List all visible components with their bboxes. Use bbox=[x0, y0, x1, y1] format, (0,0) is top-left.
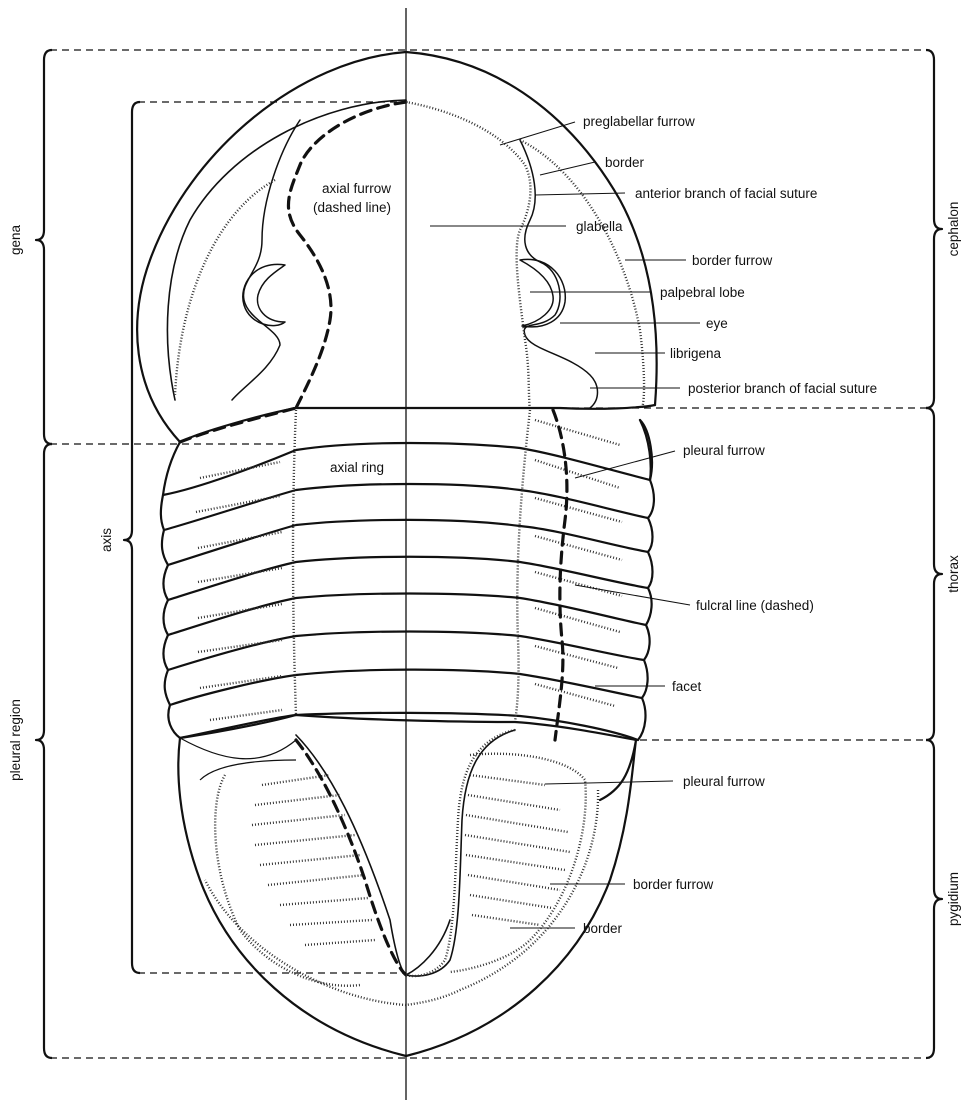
thorax-segment-7 bbox=[165, 670, 642, 705]
pygidium-pleural-furrows-right bbox=[465, 775, 570, 925]
genal-dashed-left bbox=[180, 408, 296, 442]
pygidium-brace bbox=[926, 740, 942, 1058]
thorax-segment-6 bbox=[164, 632, 645, 671]
pygidium-left-border bbox=[180, 738, 296, 780]
label-axial-furrow-2: (dashed line) bbox=[313, 200, 391, 215]
right-facial-suture bbox=[520, 140, 598, 408]
thorax-brace bbox=[926, 408, 942, 740]
pygidium-right-inner bbox=[406, 730, 515, 976]
pygidium-axial-furrow bbox=[296, 740, 406, 975]
pygidium-shape bbox=[178, 715, 636, 1056]
axial-furrow-left bbox=[288, 102, 406, 408]
label-axial-furrow-1: axial furrow bbox=[322, 181, 391, 196]
thorax-segment-3 bbox=[162, 520, 648, 565]
cephalon-posterior-margin bbox=[180, 405, 655, 442]
pygidium-outline bbox=[178, 738, 636, 1056]
label-preglabellar-furrow: preglabellar furrow bbox=[583, 114, 695, 129]
thorax-segment-2 bbox=[161, 484, 648, 530]
label-border-bottom: border bbox=[583, 921, 623, 936]
gena-brace bbox=[36, 50, 52, 444]
thorax-segment-8 bbox=[168, 705, 638, 740]
left-braces bbox=[36, 50, 140, 1058]
label-palpebral-lobe: palpebral lobe bbox=[660, 285, 745, 300]
thorax-shape bbox=[161, 410, 654, 740]
pleural-region-brace bbox=[36, 444, 52, 1058]
cephalon-shape bbox=[137, 52, 656, 442]
label-posterior-branch: posterior branch of facial suture bbox=[688, 381, 877, 396]
label-pleural-region: pleural region bbox=[8, 699, 23, 781]
label-pygidium: pygidium bbox=[946, 872, 961, 926]
thorax-pleural-furrows-right bbox=[535, 420, 622, 706]
label-cephalon: cephalon bbox=[946, 202, 961, 257]
label-gena: gena bbox=[8, 224, 23, 255]
label-librigena: librigena bbox=[670, 346, 722, 361]
label-axis: axis bbox=[99, 528, 114, 552]
cephalon-brace bbox=[926, 50, 942, 408]
thorax-right-edge bbox=[638, 420, 654, 740]
label-fulcral-line: fulcral line (dashed) bbox=[696, 598, 814, 613]
left-cheek bbox=[232, 120, 300, 400]
label-facet: facet bbox=[672, 679, 702, 694]
label-anterior-branch: anterior branch of facial suture bbox=[635, 186, 817, 201]
pygidium-top-margin bbox=[180, 715, 636, 740]
pygidium-left-field bbox=[215, 775, 360, 986]
label-glabella: glabella bbox=[576, 219, 623, 234]
label-axial-ring: axial ring bbox=[330, 460, 384, 475]
thorax-segment-5 bbox=[164, 594, 647, 636]
label-thorax: thorax bbox=[946, 555, 961, 593]
label-border-furrow-top: border furrow bbox=[692, 253, 773, 268]
cephalon-outline bbox=[137, 52, 656, 442]
axis-brace bbox=[124, 102, 140, 973]
pygidium-border-stipple-left bbox=[205, 880, 406, 1005]
label-border-furrow-bottom: border furrow bbox=[633, 877, 714, 892]
thorax-pleural-furrows-left bbox=[196, 462, 282, 720]
right-eye bbox=[520, 259, 565, 327]
label-border-top: border bbox=[605, 155, 645, 170]
annotations: preglabellar furrow border anterior bran… bbox=[8, 114, 961, 936]
pygidium-inner-border bbox=[296, 735, 450, 975]
right-braces bbox=[926, 50, 942, 1058]
label-pleural-furrow-thorax: pleural furrow bbox=[683, 443, 765, 458]
border-stipple-left bbox=[175, 180, 275, 395]
glabella-stipple bbox=[406, 102, 530, 410]
left-eye bbox=[243, 264, 285, 325]
region-boundaries bbox=[50, 50, 930, 1058]
pygidium-right-field bbox=[450, 754, 586, 972]
label-pleural-furrow-pygidium: pleural furrow bbox=[683, 774, 765, 789]
label-eye: eye bbox=[706, 316, 728, 331]
